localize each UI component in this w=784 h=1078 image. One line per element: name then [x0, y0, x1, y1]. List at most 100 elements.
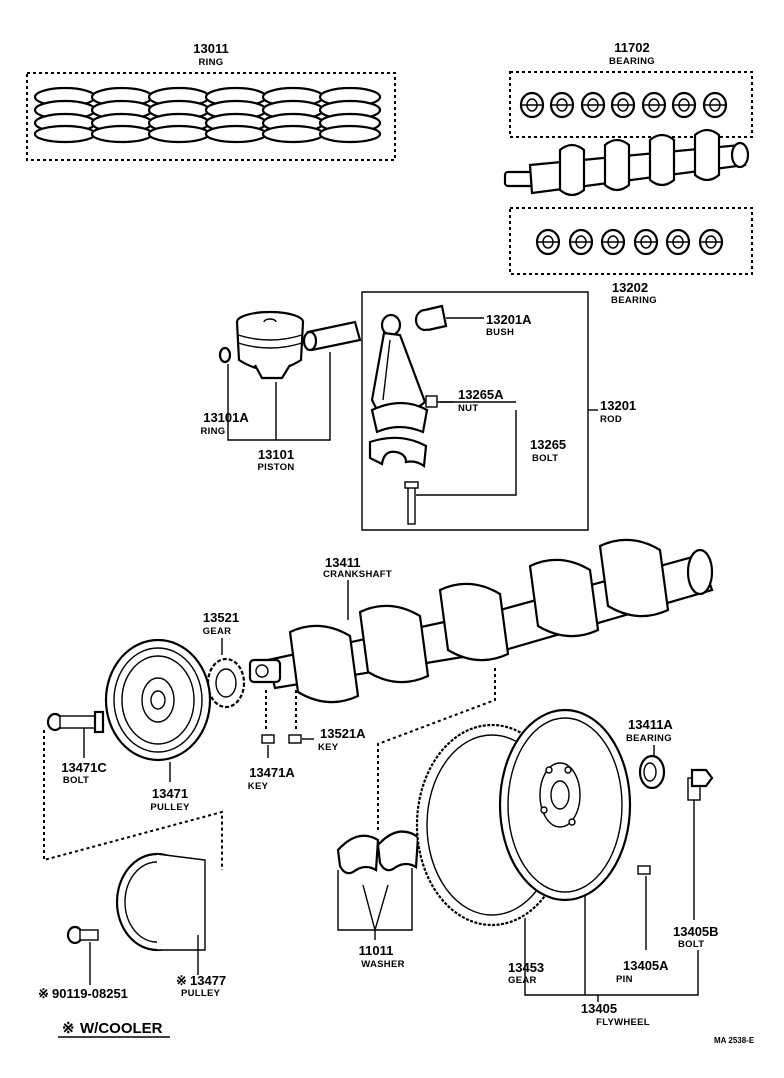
crankshaft-illustration: [248, 538, 714, 704]
cooler-bolt-asterisk: ※: [38, 986, 49, 1001]
rod-bolt-name: BOLT: [532, 453, 558, 464]
crankshaft-group: 13411 CRANKSHAFT: [248, 538, 714, 704]
snap-ring-illustration: [218, 346, 232, 364]
rod-number: 13201: [600, 398, 636, 413]
rod-bearing-number: 13202: [612, 280, 648, 295]
flywheel-illustration: [498, 708, 632, 902]
gear-group: 13521 GEAR: [203, 610, 246, 709]
rod-bearing-illustration: [535, 228, 724, 256]
cooler-pulley-asterisk: ※: [176, 973, 187, 988]
pin-illustration: [637, 865, 651, 875]
ring-gear-name: GEAR: [508, 975, 537, 986]
pulley-number: 13471: [152, 786, 188, 801]
cooler-pulley-group: ※ 13477 PULLEY: [115, 852, 226, 999]
gear-number: 13521: [203, 610, 239, 625]
legend-text: W/COOLER: [80, 1020, 163, 1037]
pulley-illustration: [104, 638, 212, 762]
washer-group: 11011 WASHER: [336, 830, 420, 970]
legend-asterisk: ※: [62, 1020, 75, 1037]
pilot-bearing-name: BEARING: [626, 733, 672, 744]
key-b-illustration: [261, 734, 275, 744]
flywheel-bolt-illustration: [687, 768, 714, 801]
key-a-number: 13521A: [320, 726, 366, 741]
rod-illustration: [370, 313, 429, 434]
washer-bracket: [337, 868, 413, 931]
piston-illustration: [235, 310, 305, 380]
crank-washer-dash: [377, 668, 496, 830]
pulley-bolt-number: 13471C: [61, 760, 107, 775]
keys-group: 13521A KEY 13471A KEY: [248, 690, 366, 792]
bush-illustration: [414, 304, 448, 332]
ring-set-group: 13011 RING: [26, 41, 396, 161]
pilot-bearing-group: 13411A BEARING: [626, 717, 673, 790]
ring-set-box: [26, 72, 396, 161]
cooler-bolt-illustration: [66, 925, 99, 945]
flywheel-number: 13405: [581, 1001, 617, 1016]
legend-group: ※ W/COOLER: [58, 1020, 170, 1038]
rod-bearing-box: [509, 207, 753, 275]
ring-set-name: RING: [199, 57, 224, 68]
flywheel-group: 13453 GEAR 13405 FLYWHEEL: [415, 708, 699, 1028]
pulley-bolt-group: 13471C BOLT: [43, 710, 223, 870]
flywheel-name: FLYWHEEL: [596, 1017, 650, 1028]
rod-bearing-name: BEARING: [611, 295, 657, 306]
piston-group: 13101A RING 13101 PISTON: [201, 310, 362, 473]
nut-number: 13265A: [458, 387, 504, 402]
crankshaft-number: 13411: [325, 555, 360, 570]
bush-number: 13201A: [486, 312, 532, 327]
connecting-rod-group: 13201A BUSH 13265A NUT 13265 BOLT 13201 …: [361, 291, 636, 531]
washer-illustration: [336, 830, 420, 875]
rod-bearing-group: 13202 BEARING: [509, 207, 753, 306]
cooler-pulley-illustration: [115, 852, 206, 952]
key-a-illustration: [288, 734, 302, 744]
pin-number: 13405A: [623, 958, 669, 973]
rod-bolt-number: 13265: [530, 437, 566, 452]
pulley-bolt-illustration: [46, 710, 105, 734]
ring-gear-number: 13453: [508, 960, 544, 975]
key-b-number: 13471A: [249, 765, 295, 780]
main-bearing-number: 11702: [614, 40, 649, 55]
pin-group: 13405A PIN: [616, 865, 669, 985]
key-a-name: KEY: [318, 742, 339, 753]
cooler-dash: [43, 730, 223, 870]
washer-name: WASHER: [361, 959, 405, 970]
main-bearing-group: 11702 BEARING: [509, 40, 753, 138]
piston-name: PISTON: [258, 462, 295, 473]
cooler-bolt-number: 90119-08251: [52, 986, 128, 1001]
snap-ring-number: 13101A: [203, 410, 249, 425]
nut-name: NUT: [458, 403, 478, 414]
main-bearing-box: [509, 71, 753, 138]
snap-ring-name: RING: [201, 426, 226, 437]
flywheel-bolt-group: 13405B BOLT: [673, 768, 719, 950]
key-b-name: KEY: [248, 781, 269, 792]
rod-box: [361, 291, 589, 531]
pulley-group: 13471 PULLEY: [104, 638, 212, 813]
cooler-pulley-number: 13477: [190, 973, 226, 988]
pilot-bearing-number: 13411A: [628, 717, 673, 732]
cooler-pulley-name: PULLEY: [181, 988, 221, 999]
crankshaft-name: CRANKSHAFT: [323, 569, 392, 580]
bush-name: BUSH: [486, 327, 514, 338]
pilot-bearing-illustration: [638, 754, 666, 790]
pulley-name: PULLEY: [150, 802, 190, 813]
flywheel-bracket: [524, 918, 699, 996]
piston-number: 13101: [258, 447, 294, 462]
flywheel-bolt-number: 13405B: [673, 924, 719, 939]
main-bearing-illustration: [519, 91, 728, 119]
rod-name: ROD: [600, 414, 622, 425]
pin-name: PIN: [616, 974, 633, 985]
washer-bracket-2: [362, 884, 389, 933]
piston-leader: [227, 352, 331, 441]
reference-code: MA 2538-E: [714, 1036, 755, 1045]
rod-cap-illustration: [368, 436, 428, 469]
cooler-bolt-group: ※ 90119-08251: [38, 925, 128, 1001]
main-bearing-name: BEARING: [609, 56, 655, 67]
flywheel-bolt-name: BOLT: [678, 939, 704, 950]
gear-name: GEAR: [203, 626, 232, 637]
ring-set-number: 13011: [193, 41, 228, 56]
gear-illustration: [206, 657, 246, 709]
piston-pin-illustration: [302, 320, 362, 352]
rod-bolt-illustration: [404, 481, 419, 525]
ring-set-illustration: [33, 86, 382, 144]
